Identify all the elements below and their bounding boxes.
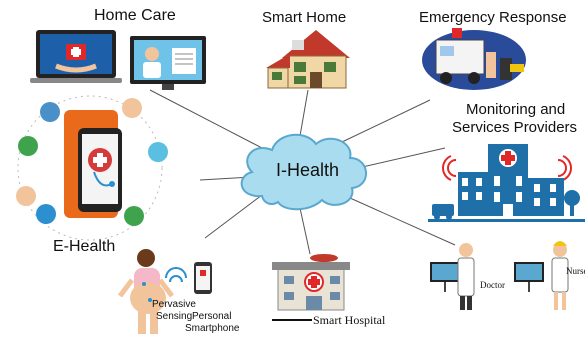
smart-home-label: Smart Home [262,9,347,26]
connector-home-care [149,89,263,149]
connector-emergency [341,99,431,143]
personal-smartphone-label-line2: Smartphone [185,323,240,334]
connector-doctor-nurse [349,197,456,246]
cloud-shape [240,133,367,211]
connector-lines [149,89,456,255]
home-care-monitor-image [130,36,206,90]
emergency-ambulance-image [422,28,526,90]
i-health-cloud [240,133,367,211]
home-care-label: Home Care [94,7,176,24]
connector-pervasive [204,194,263,239]
emergency-response-label: Emergency Response [419,9,567,26]
smart-hospital-label: Smart Hospital [313,313,386,327]
home-care-laptop-image [30,30,122,83]
connector-hospital [299,207,311,255]
doctor-label: Doctor [480,280,505,290]
connector-smart-home [299,89,309,137]
monitoring-label-line1: Monitoring and [466,101,566,118]
pervasive-sensing-image [118,249,212,334]
personal-smartphone-label-line1: Personal [192,311,232,322]
monitoring-hospital-image [428,144,585,222]
smart-home-house-image [266,30,350,89]
ehealth-label: E-Health [53,238,116,255]
doctor-nurse-image [430,241,569,310]
center-label: I-Health [276,160,340,180]
monitoring-label-line2: Services Providers [452,119,578,136]
nurse-label: Nurse [566,266,585,276]
pervasive-sensing-label-line1: Pervasive [152,299,196,310]
pervasive-sensing-label-line2: Sensing [156,311,193,322]
smart-hospital-image [272,254,350,321]
connector-monitoring [357,147,446,169]
ehealth-smartphone-image [16,95,168,241]
